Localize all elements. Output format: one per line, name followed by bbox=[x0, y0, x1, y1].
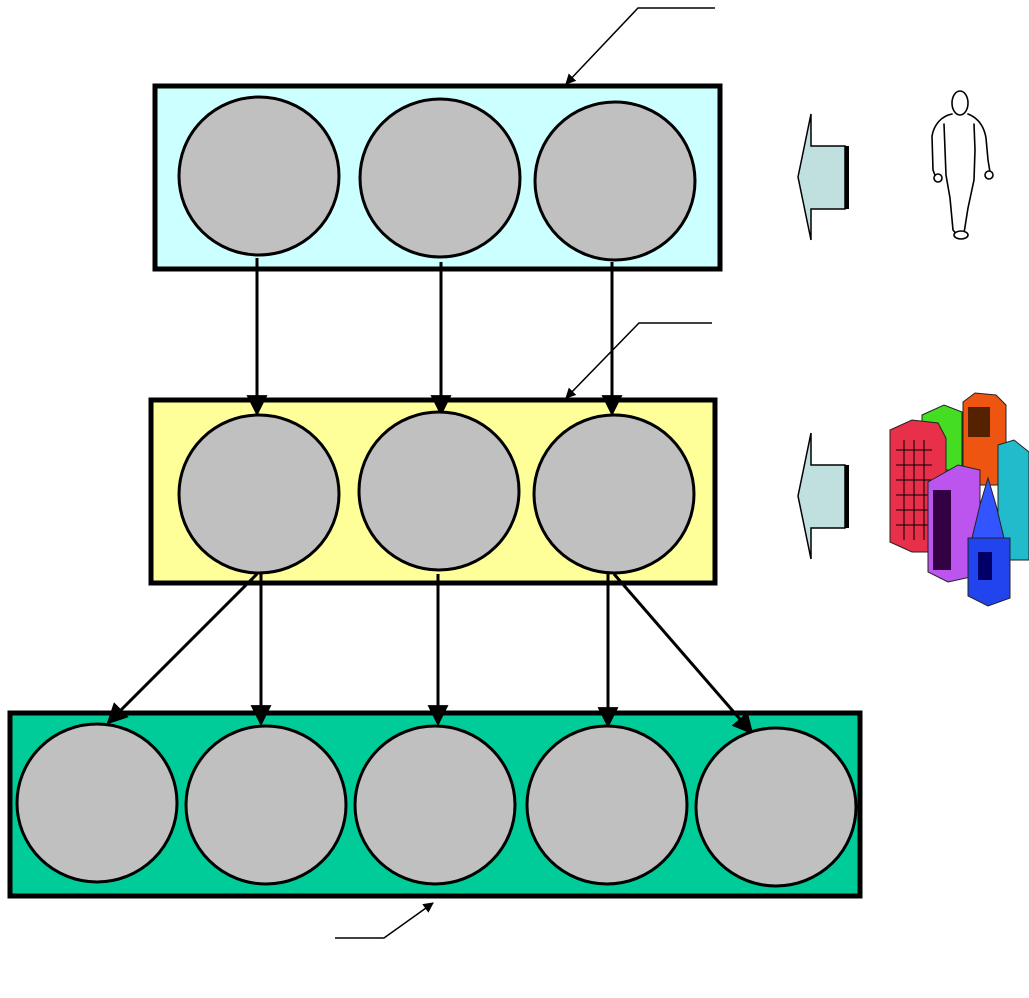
tier-top-nodes bbox=[177, 95, 697, 262]
node bbox=[694, 726, 858, 888]
left-arrow-icon bbox=[797, 432, 849, 560]
callouts bbox=[335, 7, 715, 939]
node bbox=[177, 95, 341, 257]
city-buildings-icon bbox=[889, 392, 1029, 607]
callout-line-middle bbox=[565, 322, 712, 399]
left-arrow-icon bbox=[797, 113, 849, 241]
node bbox=[353, 724, 517, 886]
person-icon bbox=[931, 90, 994, 240]
node bbox=[177, 413, 341, 575]
tier-middle-nodes bbox=[177, 410, 696, 575]
node bbox=[532, 413, 696, 575]
node bbox=[357, 410, 521, 572]
node bbox=[525, 724, 689, 886]
connector bbox=[106, 572, 259, 725]
connector bbox=[612, 573, 754, 735]
node bbox=[184, 724, 348, 886]
connectors bbox=[106, 258, 754, 735]
node bbox=[15, 722, 179, 884]
node bbox=[533, 100, 697, 262]
callout-line-top bbox=[565, 7, 715, 85]
callout-line-bottom bbox=[335, 902, 434, 939]
tier-bottom-nodes bbox=[15, 722, 858, 888]
node bbox=[358, 97, 522, 259]
